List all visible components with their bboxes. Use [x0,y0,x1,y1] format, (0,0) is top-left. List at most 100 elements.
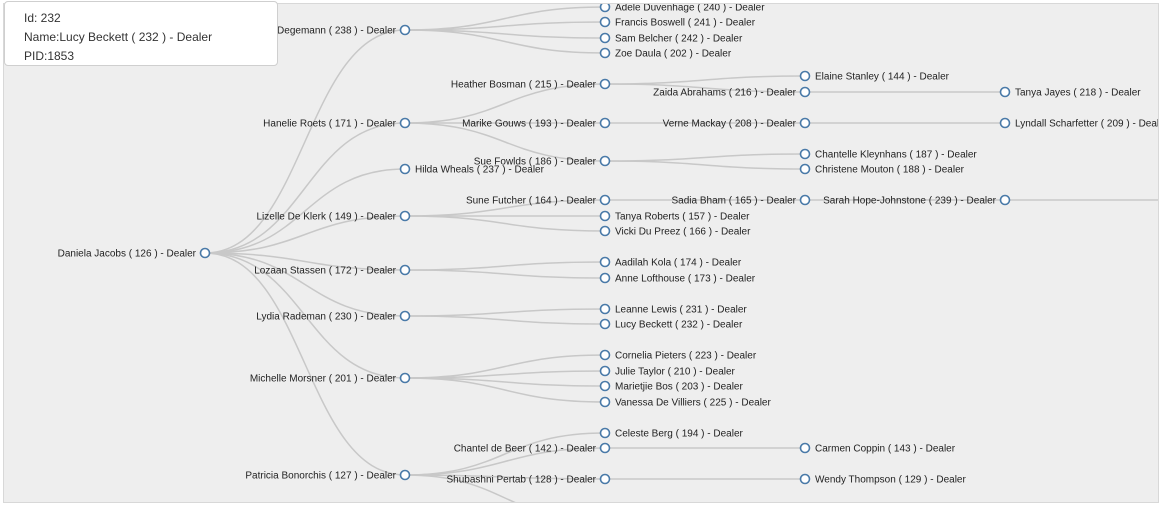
tree-node[interactable]: Daniela Jacobs ( 126 ) - Dealer [58,247,211,260]
tree-node[interactable]: Michelle Morsner ( 201 ) - Dealer [250,372,411,385]
node-circle[interactable] [599,365,611,377]
tree-node[interactable]: Tanya Jayes ( 218 ) - Dealer [999,86,1142,99]
node-label: Lucy Beckett ( 232 ) - Dealer [615,320,743,331]
node-circle[interactable] [599,210,611,222]
tree-node[interactable]: Lydia Rademan ( 230 ) - Dealer [256,310,411,323]
tree-node[interactable]: Hanelie Roets ( 171 ) - Dealer [263,117,411,130]
node-circle[interactable] [599,194,611,206]
node-circle[interactable] [399,24,411,36]
tree-node[interactable]: Verne Mackay ( 208 ) - Dealer [663,117,811,130]
tree-node[interactable]: Elizabeth Degemann ( 238 ) - Dealer [233,24,411,37]
tooltip-pid: PID:1853 [24,49,75,63]
tree-node[interactable]: Shubashni Pertab ( 128 ) - Dealer [446,473,611,486]
node-circle[interactable] [599,256,611,268]
tree-node[interactable]: Vanessa De Villiers ( 225 ) - Dealer [599,396,772,409]
node-circle[interactable] [599,349,611,361]
tree-node[interactable]: Lyndall Scharfetter ( 209 ) - Dealer [999,117,1159,130]
tree-node[interactable]: Christene Mouton ( 188 ) - Dealer [799,163,965,176]
node-label: Marike Gouws ( 193 ) - Dealer [462,119,597,130]
tree-node[interactable]: Sue Fowlds ( 186 ) - Dealer [474,155,611,168]
node-circle[interactable] [599,117,611,129]
node-label: Carmen Coppin ( 143 ) - Dealer [815,444,956,455]
node-circle[interactable] [599,272,611,284]
node-circle[interactable] [599,442,611,454]
tree-node[interactable]: Sam Belcher ( 242 ) - Dealer [599,32,743,45]
node-circle[interactable] [799,473,811,485]
node-circle[interactable] [799,163,811,175]
node-circle[interactable] [999,194,1011,206]
node-circle[interactable] [599,78,611,90]
node-label: Christene Mouton ( 188 ) - Dealer [815,165,965,176]
node-circle[interactable] [599,318,611,330]
node-label: Hilda Wheals ( 237 ) - Dealer [415,165,545,176]
tree-node[interactable]: Sarah Hope-Johnstone ( 239 ) - Dealer [823,194,1011,207]
node-circle[interactable] [799,194,811,206]
node-circle[interactable] [599,32,611,44]
tree-node[interactable]: Vicki Du Preez ( 166 ) - Dealer [599,225,752,238]
node-circle[interactable] [399,310,411,322]
node-circle[interactable] [599,396,611,408]
tree-link [204,215,406,254]
node-circle[interactable] [599,303,611,315]
tree-node[interactable]: Celeste Berg ( 194 ) - Dealer [599,427,744,440]
tree-node[interactable]: Lozaan Stassen ( 172 ) - Dealer [254,264,411,277]
node-circle[interactable] [799,70,811,82]
node-circle[interactable] [199,247,211,259]
tree-node[interactable]: Francis Boswell ( 241 ) - Dealer [599,16,756,29]
node-circle[interactable] [599,225,611,237]
org-tree-diagram[interactable]: Adele Duvenhage ( 240 ) - DealerFrancis … [3,3,1159,503]
tree-node[interactable]: Zoe Daula ( 202 ) - Dealer [599,47,732,60]
node-circle[interactable] [399,163,411,175]
node-circle[interactable] [399,210,411,222]
node-circle[interactable] [399,372,411,384]
tree-node[interactable]: Marietjie Bos ( 203 ) - Dealer [599,380,744,393]
node-label: Adele Duvenhage ( 240 ) - Dealer [615,3,765,14]
tree-node[interactable]: Adele Duvenhage ( 240 ) - Dealer [599,3,766,14]
node-circle[interactable] [599,47,611,59]
node-label: Julie Taylor ( 210 ) - Dealer [615,367,736,378]
node-circle[interactable] [999,86,1011,98]
node-circle[interactable] [599,3,611,13]
node-label: Verne Mackay ( 208 ) - Dealer [663,119,797,130]
node-circle[interactable] [599,427,611,439]
tree-node[interactable]: Chantelle Kleynhans ( 187 ) - Dealer [799,148,978,161]
tree-link [604,83,806,93]
tree-node[interactable]: Wendy Thompson ( 129 ) - Dealer [799,473,967,486]
node-circle[interactable] [399,469,411,481]
node-circle[interactable] [599,16,611,28]
node-circle[interactable] [599,380,611,392]
tree-link [204,252,406,379]
tree-node[interactable]: Marike Gouws ( 193 ) - Dealer [462,117,611,130]
node-circle[interactable] [399,264,411,276]
tree-node[interactable]: Cornelia Pieters ( 223 ) - Dealer [599,349,757,362]
tree-node[interactable]: Leanne Lewis ( 231 ) - Dealer [599,303,748,316]
tree-node[interactable]: Carmen Coppin ( 143 ) - Dealer [799,442,956,455]
tree-node[interactable]: Julie Taylor ( 210 ) - Dealer [599,365,736,378]
node-circle[interactable] [799,148,811,160]
tree-node[interactable]: Sune Futcher ( 164 ) - Dealer [466,194,611,207]
node-circle[interactable] [799,86,811,98]
tree-node[interactable]: Elaine Stanley ( 144 ) - Dealer [799,70,950,83]
tree-node[interactable]: Heather Bosman ( 215 ) - Dealer [451,78,611,91]
tree-node[interactable]: Aadilah Kola ( 174 ) - Dealer [599,256,742,269]
tree-link [404,83,606,124]
node-circle[interactable] [399,117,411,129]
tree-node[interactable]: Lizelle De Klerk ( 149 ) - Dealer [257,210,411,223]
node-circle[interactable] [799,117,811,129]
node-circle[interactable] [799,442,811,454]
tree-node[interactable]: Lucy Beckett ( 232 ) - Dealer [599,318,743,331]
tree-node[interactable]: Sadia Bham ( 165 ) - Dealer [671,194,811,207]
node-label: Chantelle Kleynhans ( 187 ) - Dealer [815,150,977,161]
node-circle[interactable] [599,155,611,167]
tree-node[interactable]: Patricia Bonorchis ( 127 ) - Dealer [245,469,411,482]
tree-node[interactable]: Tanya Roberts ( 157 ) - Dealer [599,210,751,223]
tree-node[interactable]: Hilda Wheals ( 237 ) - Dealer [399,163,545,176]
tree-node[interactable]: Zaida Abrahams ( 216 ) - Dealer [653,86,811,99]
node-circle[interactable] [599,473,611,485]
tree-node[interactable]: Anne Lofthouse ( 173 ) - Dealer [599,272,756,285]
tree-link [204,29,406,254]
tree-node[interactable]: Chantel de Beer ( 142 ) - Dealer [454,442,611,455]
node-circle[interactable] [999,117,1011,129]
tree-link [604,75,806,85]
